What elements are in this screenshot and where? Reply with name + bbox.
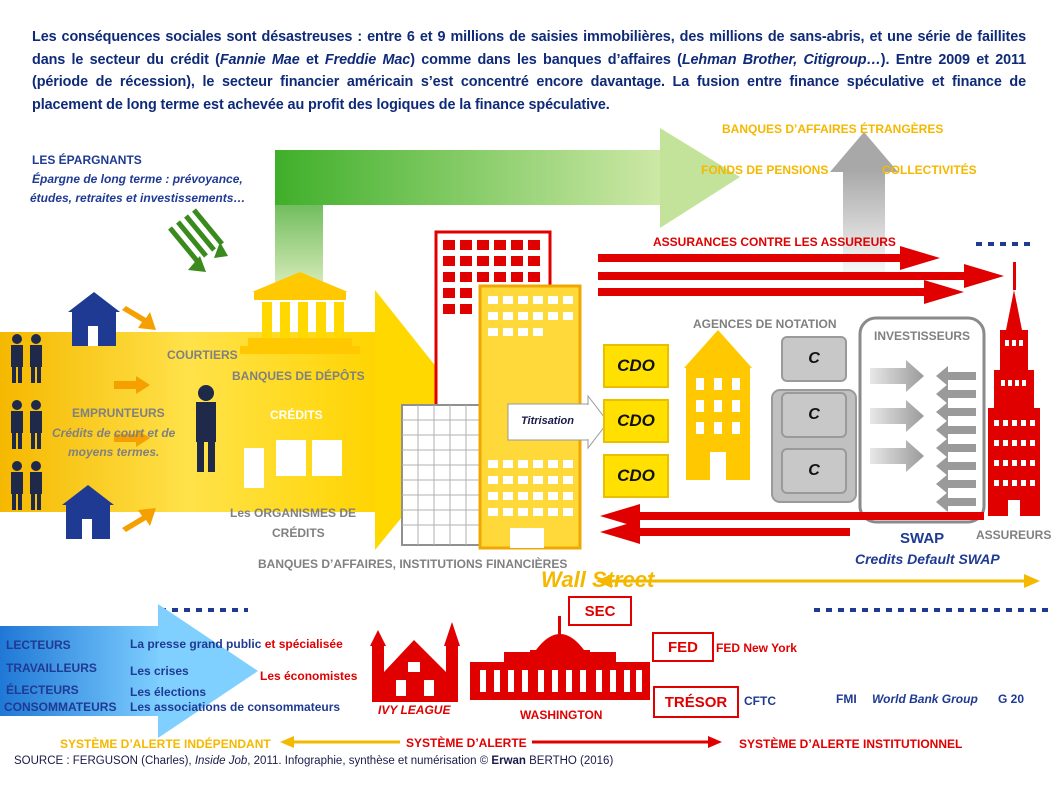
- intro-freddie: Freddie Mac: [324, 51, 411, 68]
- cdo-box-1: CDO: [603, 344, 669, 388]
- travailleurs-label: TRAVAILLEURS: [6, 661, 97, 675]
- rating-agency-building: [684, 330, 752, 480]
- red-arrows-right: [598, 246, 1004, 304]
- assurances-label: ASSURANCES CONTRE LES ASSUREURS: [653, 235, 896, 249]
- banques-affaires-label: BANQUES D’AFFAIRES, INSTITUTIONS FINANCI…: [258, 557, 568, 571]
- green-savings-arrow: [275, 128, 740, 300]
- credits-storefront: [244, 440, 342, 488]
- presse-label: La presse grand public et spécialisée: [130, 637, 343, 651]
- dotted-lines: [160, 242, 1051, 612]
- g20-label: G 20: [998, 692, 1025, 706]
- emprunteurs-label: EMPRUNTEURS: [72, 406, 165, 420]
- lecteurs-label: LECTEURS: [6, 638, 71, 652]
- specialisee-text: et spécialisée: [261, 637, 343, 651]
- cdo-box-3: CDO: [603, 454, 669, 498]
- grey-building: [401, 404, 481, 546]
- source-suffix: BERTHO (2016): [525, 755, 614, 767]
- assureurs-label: ASSUREURS: [976, 528, 1051, 542]
- source-middle: , 2011. Infographie, synthèse et numéris…: [247, 755, 492, 767]
- courtiers-label: COURTIERS: [167, 348, 238, 362]
- alert-system-arrow: [280, 736, 722, 748]
- intro-text-2: ) comme dans les banques d’affaires (: [410, 51, 682, 68]
- agences-label: AGENCES DE NOTATION: [693, 317, 837, 331]
- fmi-label: FMI: [836, 692, 857, 706]
- ivy-league-building: [370, 622, 460, 702]
- intro-paragraph: Les conséquences sociales sont désastreu…: [32, 26, 1026, 116]
- house-icon-bottom: [62, 485, 114, 539]
- sec-box: SEC: [568, 596, 632, 626]
- epargnants-desc-1: Épargne de long terme : prévoyance,: [32, 172, 243, 186]
- alerte-independant-label: SYSTÈME D’ALERTE INDÉPENDANT: [60, 737, 271, 751]
- source-prefix: SOURCE : FERGUSON (Charles),: [14, 755, 195, 767]
- source-credit: SOURCE : FERGUSON (Charles), Inside Job,…: [14, 755, 613, 767]
- source-work: Inside Job: [194, 755, 248, 767]
- intro-text-1: Les conséquences sociales sont désastreu…: [32, 29, 1026, 68]
- people-icons: [11, 334, 216, 510]
- blue-public-arrow: [0, 604, 258, 738]
- credits-label: CRÉDITS: [270, 408, 323, 422]
- titrisation-arrow: [507, 394, 609, 450]
- organismes-label-1: Les ORGANISMES DE: [230, 506, 357, 520]
- world-bank-label: World Bank Group: [872, 692, 978, 706]
- intro-fannie: Fannie Mae: [219, 51, 300, 68]
- titrisation-label: Titrisation: [521, 415, 574, 427]
- intro-text-3: ). Entre 2009 et 2011 (période de récess…: [32, 51, 1027, 113]
- investor-arrows-right: [870, 360, 924, 472]
- economistes-label: Les économistes: [260, 669, 358, 683]
- intro-et: et: [299, 51, 325, 68]
- investisseurs-label: INVESTISSEURS: [874, 329, 971, 343]
- presse-text: La presse grand public: [130, 637, 262, 651]
- emprunteurs-desc-1: Crédits de court et de: [52, 426, 176, 440]
- elections-label: Les élections: [130, 685, 207, 699]
- c-box-2: C: [781, 392, 847, 438]
- fed-box: FED: [652, 632, 714, 662]
- c-box-1: C: [781, 336, 847, 382]
- source-author: Erwan: [491, 755, 526, 767]
- bank-temple-icon: [240, 272, 360, 354]
- associations-label: Les associations de consommateurs: [130, 700, 341, 714]
- epargnants-desc-2: études, retraites et investissements…: [30, 191, 246, 205]
- banques-depots-label: BANQUES DE DÉPÔTS: [232, 369, 365, 383]
- alerte-label: SYSTÈME D’ALERTE: [406, 736, 527, 750]
- emprunteurs-desc-2: moyens termes.: [68, 445, 160, 459]
- banques-etrangeres-label: BANQUES D’AFFAIRES ÉTRANGÈRES: [722, 122, 944, 136]
- washington-capitol: [470, 616, 650, 700]
- washington-label: WASHINGTON: [520, 708, 603, 722]
- swap-label: SWAP: [900, 530, 945, 547]
- wall-street-arrow: [596, 574, 1040, 588]
- fed-ny-label: FED New York: [716, 641, 797, 655]
- organismes-label-2: CRÉDITS: [272, 526, 325, 540]
- tresor-box: TRÉSOR: [653, 686, 739, 718]
- cftc-label: CFTC: [744, 694, 776, 708]
- intro-lehman: Lehman Brother, Citigroup…: [681, 51, 881, 68]
- cdo-box-2: CDO: [603, 399, 669, 443]
- collectivites-label: COLLECTIVITÉS: [882, 163, 977, 177]
- insurers-skyscraper: [988, 262, 1040, 516]
- cds-label: Credits Default SWAP: [855, 551, 1000, 567]
- house-icon-top: [68, 292, 120, 346]
- grey-up-arrow: [830, 132, 898, 282]
- fonds-pensions-label: FONDS DE PENSIONS: [701, 163, 829, 177]
- ivy-league-label: IVY LEAGUE: [378, 703, 451, 717]
- alerte-institutionnel-label: SYSTÈME D’ALERTE INSTITUTIONNEL: [739, 737, 963, 751]
- epargnants-title: LES ÉPARGNANTS: [32, 153, 142, 167]
- red-arrows-left: [600, 504, 984, 544]
- c-box-3: C: [781, 448, 847, 494]
- consommateurs-label: CONSOMMATEURS: [4, 700, 117, 714]
- green-diagonal-arrows: [168, 208, 224, 264]
- crises-label: Les crises: [130, 664, 189, 678]
- investor-arrows-left: [936, 366, 976, 512]
- orange-small-arrows: [114, 306, 156, 532]
- electeurs-label: ÉLECTEURS: [6, 683, 79, 697]
- wall-street-label: Wall Street: [541, 567, 655, 592]
